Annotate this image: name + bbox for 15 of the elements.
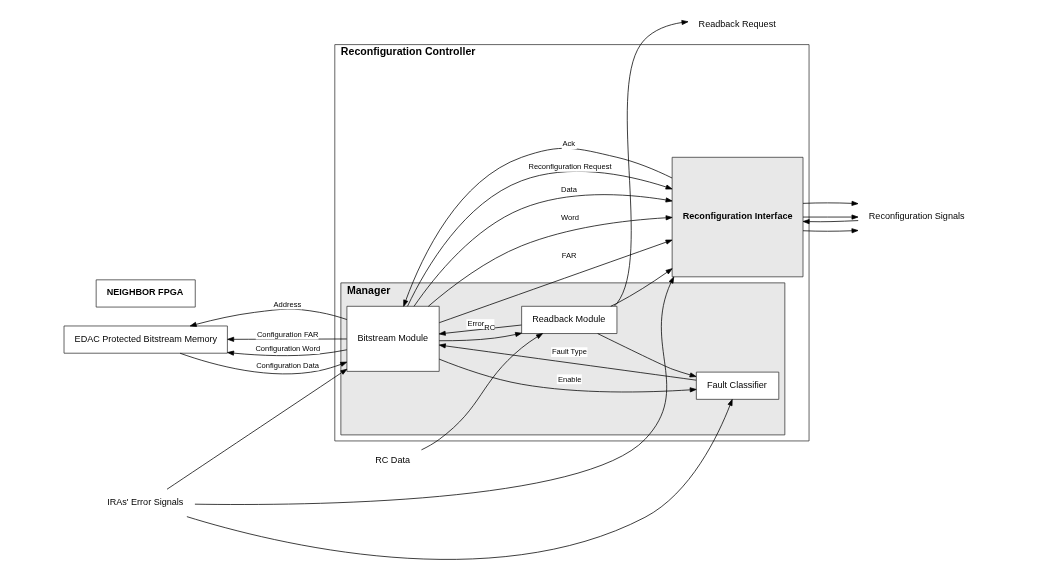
edge-label: Reconfiguration Request xyxy=(527,162,612,172)
edge-label: FAR xyxy=(561,250,576,260)
node-text: Readback Request xyxy=(698,19,776,30)
edge-label: Configuration Word xyxy=(254,344,320,354)
edge-label: Enable xyxy=(557,374,581,384)
node-text: IRAs' Error Signals xyxy=(106,497,183,508)
edge-label: Address xyxy=(273,299,301,309)
node-text: RC Data xyxy=(374,454,410,465)
edge-label: Word xyxy=(560,213,579,223)
edge-label: Data xyxy=(560,185,577,195)
edge-label: Fault Type xyxy=(551,347,587,357)
edge-label: Ack xyxy=(561,139,575,149)
node-text: Reconfiguration Signals xyxy=(868,211,965,222)
edge-label: Configuration FAR xyxy=(256,329,319,339)
edge-label: Configuration Data xyxy=(255,360,319,370)
